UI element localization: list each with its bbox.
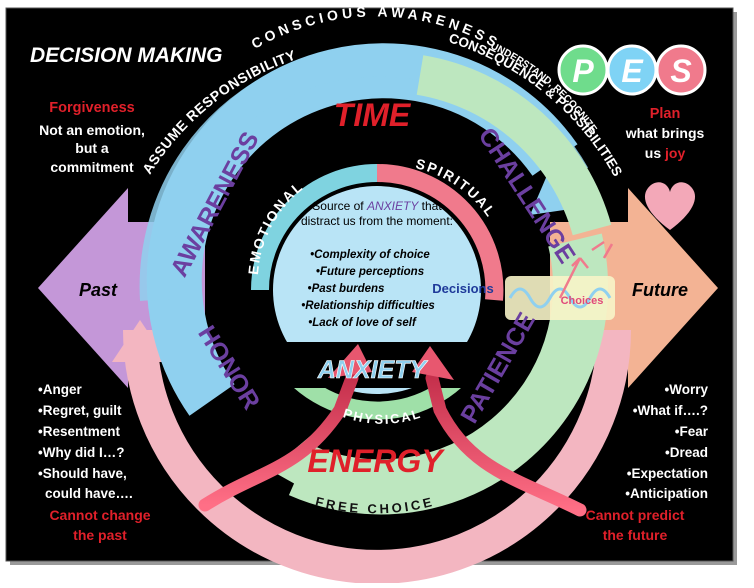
future-feeling-item: •Expectation bbox=[627, 466, 708, 481]
past-feeling-item: •Regret, guilt bbox=[38, 403, 122, 418]
heart-icon bbox=[644, 182, 696, 230]
logo-letter-p: P bbox=[572, 53, 594, 89]
plan-line: us joy bbox=[645, 145, 686, 161]
page-title: DECISION MAKING bbox=[30, 44, 223, 67]
plan-title: Plan bbox=[650, 106, 681, 122]
future-footer: Cannot predict bbox=[586, 507, 685, 523]
past-footer: the past bbox=[73, 527, 127, 543]
spiritual-ring-segment bbox=[376, 163, 504, 301]
future-label: Future bbox=[632, 280, 688, 300]
future-feeling-item: •Fear bbox=[675, 424, 709, 439]
future-feeling-item: •What if….? bbox=[633, 403, 708, 418]
branching-icon bbox=[558, 240, 614, 299]
future-footer: the future bbox=[603, 527, 668, 543]
pink-arrow-right-head bbox=[412, 346, 454, 380]
physical-label: PHYSICAL bbox=[341, 405, 423, 426]
time-label: TIME bbox=[334, 97, 412, 133]
anxiety-source-item: •Complexity of choice bbox=[310, 249, 430, 261]
center-heading: Source of ANXIETY that bbox=[312, 199, 442, 213]
center-heading-line2: distract us from the moment: bbox=[301, 214, 453, 228]
forgiveness-line: Not an emotion, bbox=[39, 122, 145, 138]
pink-outer-arc bbox=[123, 329, 631, 584]
choices-wave bbox=[508, 287, 612, 309]
anxiety-source-item: •Relationship difficulties bbox=[301, 300, 435, 312]
past-feeling-item: •Resentment bbox=[38, 424, 120, 439]
past-feeling-item: •Anger bbox=[38, 382, 82, 397]
green-upper-band bbox=[416, 55, 612, 236]
energy-label: ENERGY bbox=[307, 443, 445, 479]
past-footer: Cannot change bbox=[49, 507, 150, 523]
future-feeling-item: •Anticipation bbox=[625, 486, 708, 501]
forgiveness-line: but a bbox=[75, 140, 109, 156]
forgiveness-line: commitment bbox=[50, 159, 134, 175]
future-feeling-item: •Dread bbox=[665, 445, 708, 460]
anxiety-source-item: •Future perceptions bbox=[316, 266, 424, 278]
past-feeling-item: could have…. bbox=[45, 486, 133, 501]
past-feeling-item: •Should have, bbox=[38, 466, 127, 481]
decisions-label: Decisions bbox=[432, 281, 493, 296]
choices-label: Choices bbox=[561, 295, 604, 307]
past-feeling-item: •Why did I…? bbox=[38, 445, 124, 460]
logo-letter-e: E bbox=[621, 53, 644, 89]
pink-arrow-left bbox=[198, 371, 359, 512]
future-feeling-item: •Worry bbox=[665, 382, 709, 397]
pink-arc-arrowhead bbox=[112, 320, 168, 362]
anxiety-label: ANXIETY bbox=[317, 356, 429, 384]
anxiety-source-item: •Lack of love of self bbox=[308, 317, 417, 329]
forgiveness-title: Forgiveness bbox=[49, 100, 134, 116]
plan-line: what brings bbox=[625, 125, 705, 141]
emotional-ring-segment bbox=[251, 164, 378, 291]
logo-circle-s bbox=[655, 44, 707, 96]
logo-letter-s: S bbox=[670, 53, 692, 89]
pink-arrow-right bbox=[425, 371, 587, 517]
anxiety-source-item: •Past burdens bbox=[308, 283, 385, 295]
pink-arrow-left-head bbox=[328, 344, 372, 378]
anxiety-band bbox=[250, 342, 504, 388]
past-label: Past bbox=[79, 280, 118, 300]
